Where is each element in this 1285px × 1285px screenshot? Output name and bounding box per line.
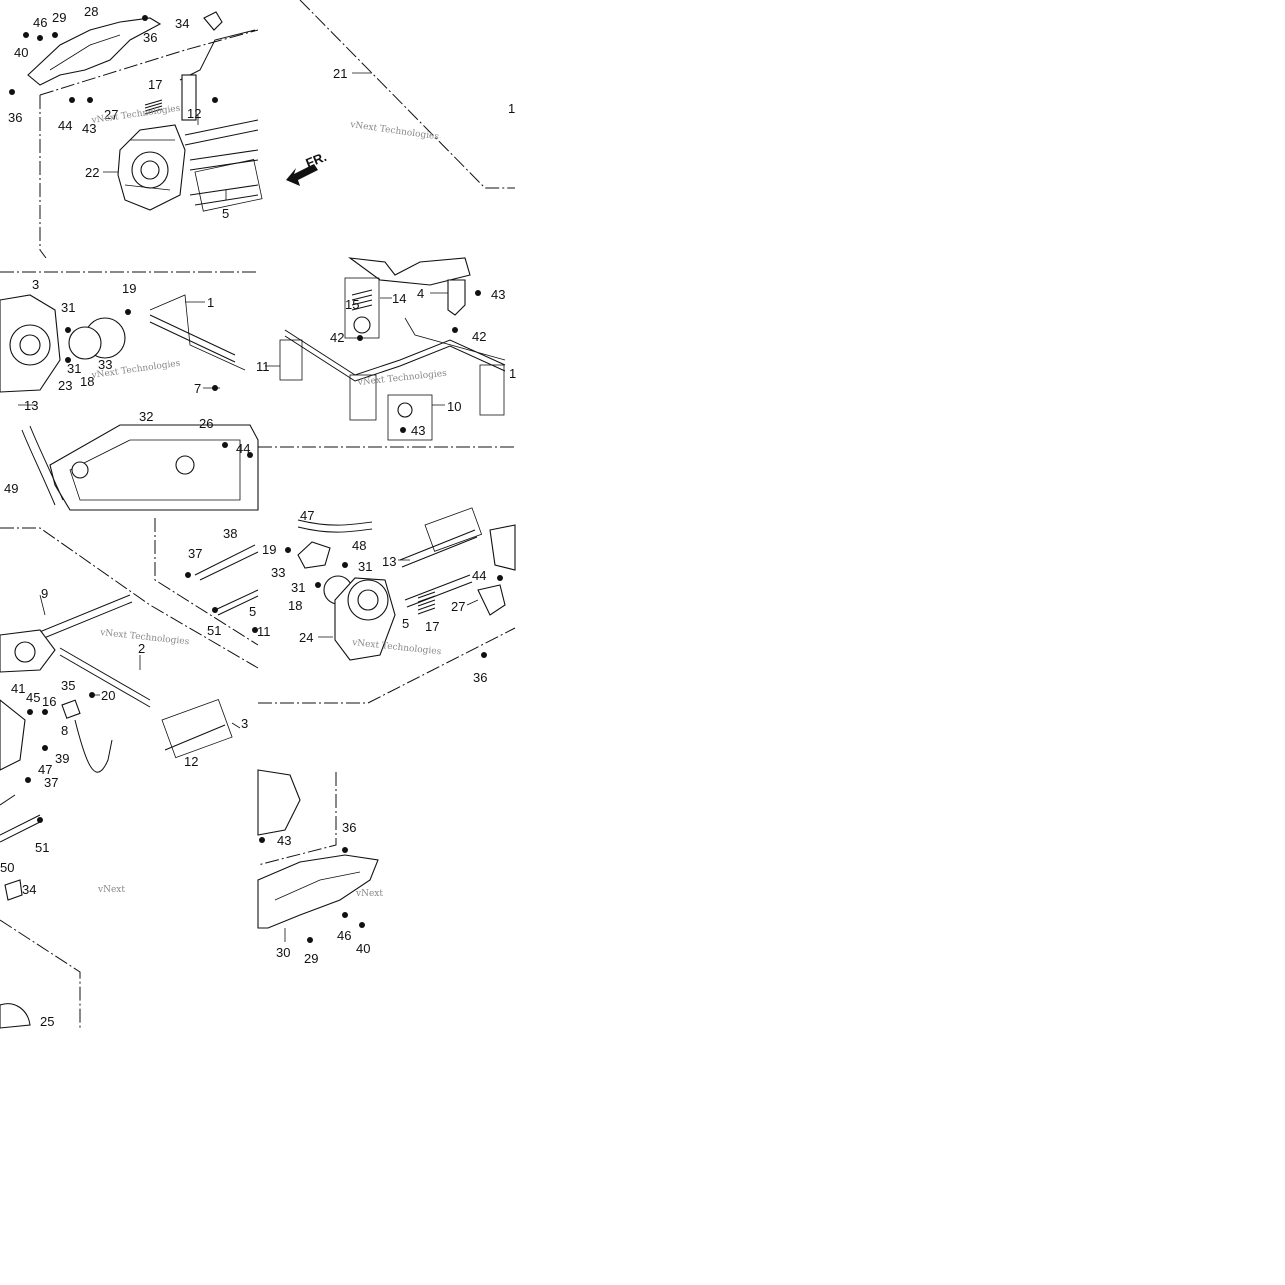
callout-label: 21 [333, 66, 347, 81]
callout-label: 36 [473, 670, 487, 685]
panel-1 [9, 11, 263, 259]
callout-label: 8 [61, 723, 68, 738]
callout-label: 14 [392, 291, 406, 306]
callout-label: 46 [337, 928, 351, 943]
callout-label: 32 [139, 409, 153, 424]
callout-label: 41 [11, 681, 25, 696]
watermark-text: vNext Technologies [349, 120, 440, 143]
callout-label: 40 [14, 45, 28, 60]
callout-label: 47 [38, 762, 52, 777]
callout-label: 1 [207, 295, 214, 310]
callout-label: 38 [223, 526, 237, 541]
callout-label: 49 [4, 481, 18, 496]
callout-label: 45 [26, 690, 40, 705]
callout-label: 43 [491, 287, 505, 302]
callout-label: 13 [24, 398, 38, 413]
callout-label: 48 [352, 538, 366, 553]
callout-label: 44 [58, 118, 72, 133]
callout-label: 50 [0, 860, 14, 875]
callout-label: 51 [207, 623, 221, 638]
callout-label: 36 [8, 110, 22, 125]
callout-label: 12 [184, 754, 198, 769]
callout-label: 36 [342, 820, 356, 835]
callout-label: 22 [85, 165, 99, 180]
callout-label: 4 [417, 286, 424, 301]
callout-label: 24 [299, 630, 313, 645]
callout-label: 35 [61, 678, 75, 693]
callout-label: 3 [241, 716, 248, 731]
watermark-text: vNext [97, 885, 125, 895]
callout-label: 39 [55, 751, 69, 766]
callout-label: 3 [32, 277, 39, 292]
callout-label: 23 [58, 378, 72, 393]
callout-label: 46 [33, 15, 47, 30]
callout-label: 31 [358, 559, 372, 574]
callout-label: 31 [291, 580, 305, 595]
callout-label: 15 [345, 297, 359, 312]
watermark-text: vNext Technologies [356, 369, 447, 388]
callout-label: 25 [40, 1014, 54, 1029]
callout-label: 19 [122, 281, 136, 296]
callout-label: 34 [175, 16, 189, 31]
callout-label: 13 [382, 554, 396, 569]
callout-label: 31 [61, 300, 75, 315]
callout-label: 42 [472, 329, 486, 344]
callout-label: 26 [199, 416, 213, 431]
callout-label: 28 [84, 4, 98, 19]
callout-label: 7 [194, 381, 201, 396]
callout-label: 20 [101, 688, 115, 703]
panel-5 [0, 518, 259, 1030]
callout-label: 30 [276, 945, 290, 960]
panel-2 [286, 0, 515, 189]
front-arrow-icon [286, 164, 318, 186]
callout-label: 43 [82, 121, 96, 136]
panel-4 [258, 257, 515, 448]
callout-label: 16 [42, 694, 56, 709]
callout-label: 51 [35, 840, 49, 855]
callout-label: 5 [402, 616, 409, 631]
callout-label: 40 [356, 941, 370, 956]
callout-label: 36 [143, 30, 157, 45]
callout-label: 44 [472, 568, 486, 583]
callout-label: 9 [41, 586, 48, 601]
callout-label: 18 [288, 598, 302, 613]
callout-label: 5 [222, 206, 229, 221]
callout-label: 5 [249, 604, 256, 619]
callout-label: 1 [508, 101, 515, 116]
callout-label: 17 [148, 77, 162, 92]
panel-6 [258, 507, 516, 704]
callout-label: 42 [330, 330, 344, 345]
callout-label: 2 [138, 641, 145, 656]
spring [144, 99, 163, 115]
callout-label: 33 [271, 565, 285, 580]
front-direction-label: FR. [304, 149, 329, 171]
panel-7 [257, 769, 379, 943]
callout-label: 37 [44, 775, 58, 790]
callout-label: 31 [67, 361, 81, 376]
callout-label: 43 [411, 423, 425, 438]
callout-labels: 46 29 28 34 36 40 36 17 44 43 27 12 22 5… [0, 4, 516, 1029]
callout-label: 47 [300, 508, 314, 523]
callout-label: 1 [509, 366, 516, 381]
callout-label: 37 [188, 546, 202, 561]
callout-label: 11 [256, 359, 270, 374]
callout-label: 29 [52, 10, 66, 25]
callout-label: 34 [22, 882, 36, 897]
callout-label: 19 [262, 542, 276, 557]
callout-label: 11 [257, 624, 271, 639]
callout-label: 44 [236, 441, 250, 456]
callout-label: 12 [187, 106, 201, 121]
callout-label: 27 [451, 599, 465, 614]
callout-label: 10 [447, 399, 461, 414]
callout-label: 29 [304, 951, 318, 966]
callout-label: 33 [98, 357, 112, 372]
callout-label: 43 [277, 833, 291, 848]
callout-label: 27 [104, 107, 118, 122]
watermark-text: vNext [355, 889, 383, 899]
panel-3 [0, 271, 259, 511]
callout-label: 18 [80, 374, 94, 389]
callout-label: 17 [425, 619, 439, 634]
